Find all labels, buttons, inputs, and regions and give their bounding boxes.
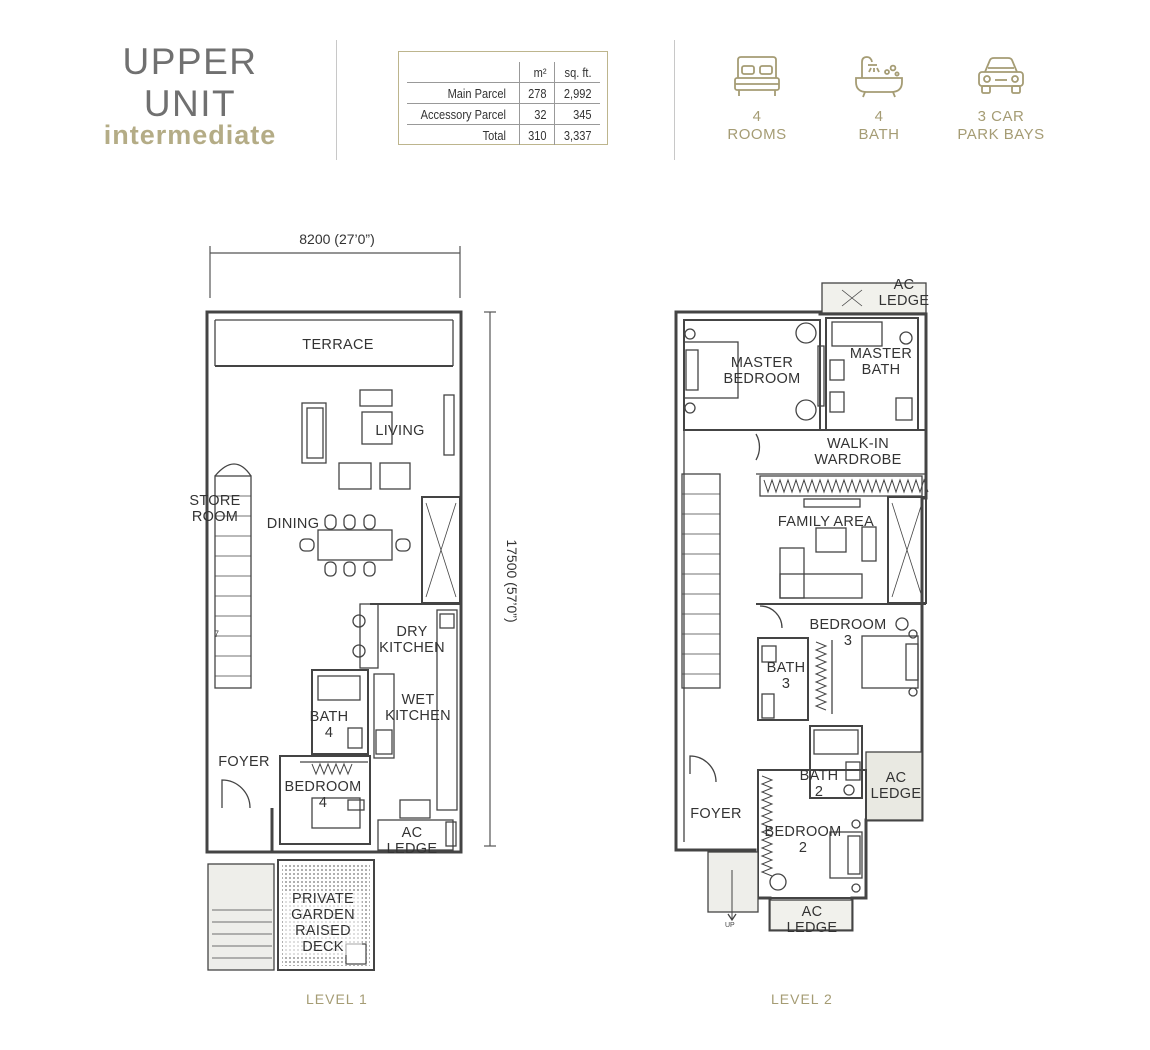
level1-depth-dimension: 17500 (57’0”) (504, 539, 520, 623)
unit-subtitle: intermediate (103, 120, 277, 150)
room-master-bedroom: MASTER BEDROOM (723, 355, 801, 387)
room-dry-kitchen: DRY KITCHEN (379, 624, 445, 656)
room-terrace: TERRACE (302, 337, 374, 353)
stair-up-label: UP (725, 922, 735, 929)
room-ac-ledge-top: AC LEDGE (878, 277, 930, 309)
room-foyer-level1: FOYER (218, 754, 270, 770)
room-wet-kitchen: WET KITCHEN (385, 692, 451, 724)
header-divider (674, 40, 675, 160)
room-dining: DINING (266, 516, 320, 532)
table-row: Main Parcel 278 2,992 (407, 82, 600, 104)
room-master-bath: MASTER BATH (849, 346, 913, 378)
room-living: LIVING (375, 423, 425, 439)
header-divider (336, 40, 337, 160)
feature-bath: 4 BATH (834, 54, 924, 144)
room-ac-ledge-level1: AC LEDGE (386, 825, 438, 857)
car-icon (978, 57, 1024, 94)
feature-rooms: 4 ROOMS (712, 54, 802, 144)
col-header-sqft: sq. ft. (557, 62, 597, 83)
feature-parking: 3 CAR PARK BAYS (956, 54, 1046, 144)
room-store-room: STORE ROOM (189, 493, 241, 525)
room-ac-ledge-right: AC LEDGE (870, 770, 922, 802)
room-foyer-level2: FOYER (690, 806, 742, 822)
table-row: Accessory Parcel 32 345 (407, 103, 600, 125)
area-table: m² sq. ft. Main Parcel 278 2,992 Accesso… (398, 51, 608, 145)
col-header-m2: m² (522, 62, 553, 83)
level1-caption: LEVEL 1 (306, 991, 368, 1007)
room-bath-2: BATH 2 (799, 768, 839, 800)
level2-caption: LEVEL 2 (771, 991, 833, 1007)
stair-number: 7 (214, 629, 220, 639)
room-walk-in-wardrobe: WALK-IN WARDROBE (814, 436, 902, 468)
room-ac-ledge-bottom: AC LEDGE (786, 904, 838, 936)
level1-plan (205, 310, 463, 971)
room-bath-3: BATH 3 (766, 660, 806, 692)
title-line2: UNIT (143, 83, 237, 124)
room-bedroom-2: BEDROOM 2 (764, 824, 842, 856)
room-bedroom-4: BEDROOM 4 (284, 779, 362, 811)
title-line1: UPPER (122, 41, 258, 82)
bathtub-icon (855, 56, 903, 98)
room-private-garden-deck: PRIVATE GARDEN RAISED DECK (284, 891, 362, 955)
level1-width-dimension: 8200 (27’0”) (299, 231, 375, 247)
room-family-area: FAMILY AREA (777, 514, 875, 530)
table-row: Total 310 3,337 (407, 124, 600, 145)
bed-icon (734, 56, 780, 96)
room-bedroom-3: BEDROOM 3 (809, 617, 887, 649)
room-bath-4: BATH 4 (309, 709, 349, 741)
level2-plan (674, 282, 929, 932)
